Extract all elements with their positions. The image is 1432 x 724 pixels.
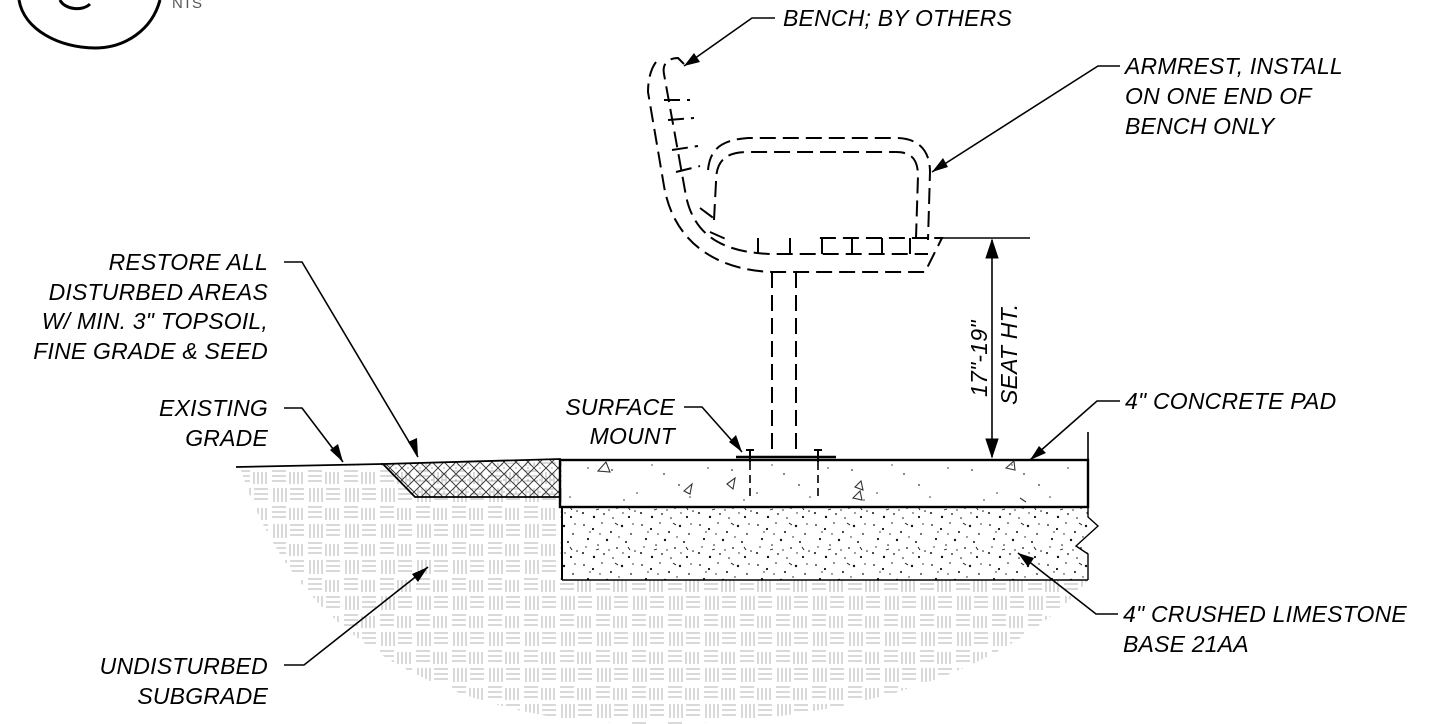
label-existing-grade-line1: EXISTING bbox=[159, 395, 268, 421]
topsoil-restoration-area bbox=[380, 458, 561, 498]
leader-surface-mount bbox=[684, 406, 743, 453]
label-armrest-line2: ON ONE END OF bbox=[1125, 83, 1313, 109]
leader-bench bbox=[683, 17, 775, 67]
concrete-pad bbox=[558, 458, 1090, 509]
seat-height-value: 17"-19" bbox=[966, 319, 992, 397]
label-subgrade-line2: SUBGRADE bbox=[137, 683, 268, 709]
leader-concrete-pad bbox=[1029, 400, 1120, 461]
seat-height-dimension bbox=[934, 237, 1089, 460]
bench-frame-outer bbox=[646, 61, 944, 273]
seat-height-caption: SEAT HT. bbox=[996, 304, 1022, 405]
label-surface-mount-line2: MOUNT bbox=[590, 423, 677, 449]
label-surface-mount-line1: SURFACE bbox=[565, 394, 675, 420]
bench-back-slats bbox=[664, 99, 729, 241]
label-armrest-line3: BENCH ONLY bbox=[1125, 113, 1276, 139]
leader-armrest bbox=[931, 65, 1120, 173]
leader-restore bbox=[284, 261, 419, 458]
armrest-inner bbox=[713, 151, 920, 239]
detail-scale-text: NTS bbox=[172, 0, 202, 12]
label-limestone-line1: 4" CRUSHED LIMESTONE bbox=[1123, 601, 1407, 627]
detail-callout: NTS bbox=[17, 0, 202, 50]
label-restore-line2: DISTURBED AREAS bbox=[49, 279, 269, 305]
label-subgrade-line1: UNDISTURBED bbox=[100, 653, 268, 679]
surface-mount bbox=[736, 449, 836, 500]
break-line bbox=[1074, 507, 1100, 580]
label-concrete-pad: 4" CONCRETE PAD bbox=[1125, 388, 1336, 414]
bench-support-post bbox=[771, 272, 797, 458]
label-bench: BENCH; BY OTHERS bbox=[783, 5, 1012, 31]
crushed-limestone-base bbox=[561, 507, 1100, 581]
bench bbox=[646, 56, 944, 458]
label-restore-line4: FINE GRADE & SEED bbox=[33, 338, 268, 364]
leader-lines bbox=[284, 17, 1120, 666]
label-limestone-line2: BASE 21AA bbox=[1123, 631, 1249, 657]
leader-arrowheads bbox=[330, 53, 1046, 582]
existing-grade-line bbox=[235, 463, 384, 468]
label-existing-grade-line2: GRADE bbox=[185, 425, 268, 451]
bench-seat-slats bbox=[757, 238, 911, 254]
label-restore-line3: W/ MIN. 3" TOPSOIL, bbox=[42, 308, 268, 334]
detail-callout-circle bbox=[17, 0, 162, 50]
leader-existing-grade bbox=[284, 407, 344, 463]
leader-subgrade bbox=[284, 566, 429, 666]
label-restore-line1: RESTORE ALL bbox=[109, 249, 268, 275]
detail-number-glyph bbox=[58, 0, 92, 11]
label-armrest-line1: ARMREST, INSTALL bbox=[1123, 53, 1343, 79]
leader-limestone bbox=[1017, 552, 1118, 615]
bench-frame-inner bbox=[662, 56, 928, 255]
